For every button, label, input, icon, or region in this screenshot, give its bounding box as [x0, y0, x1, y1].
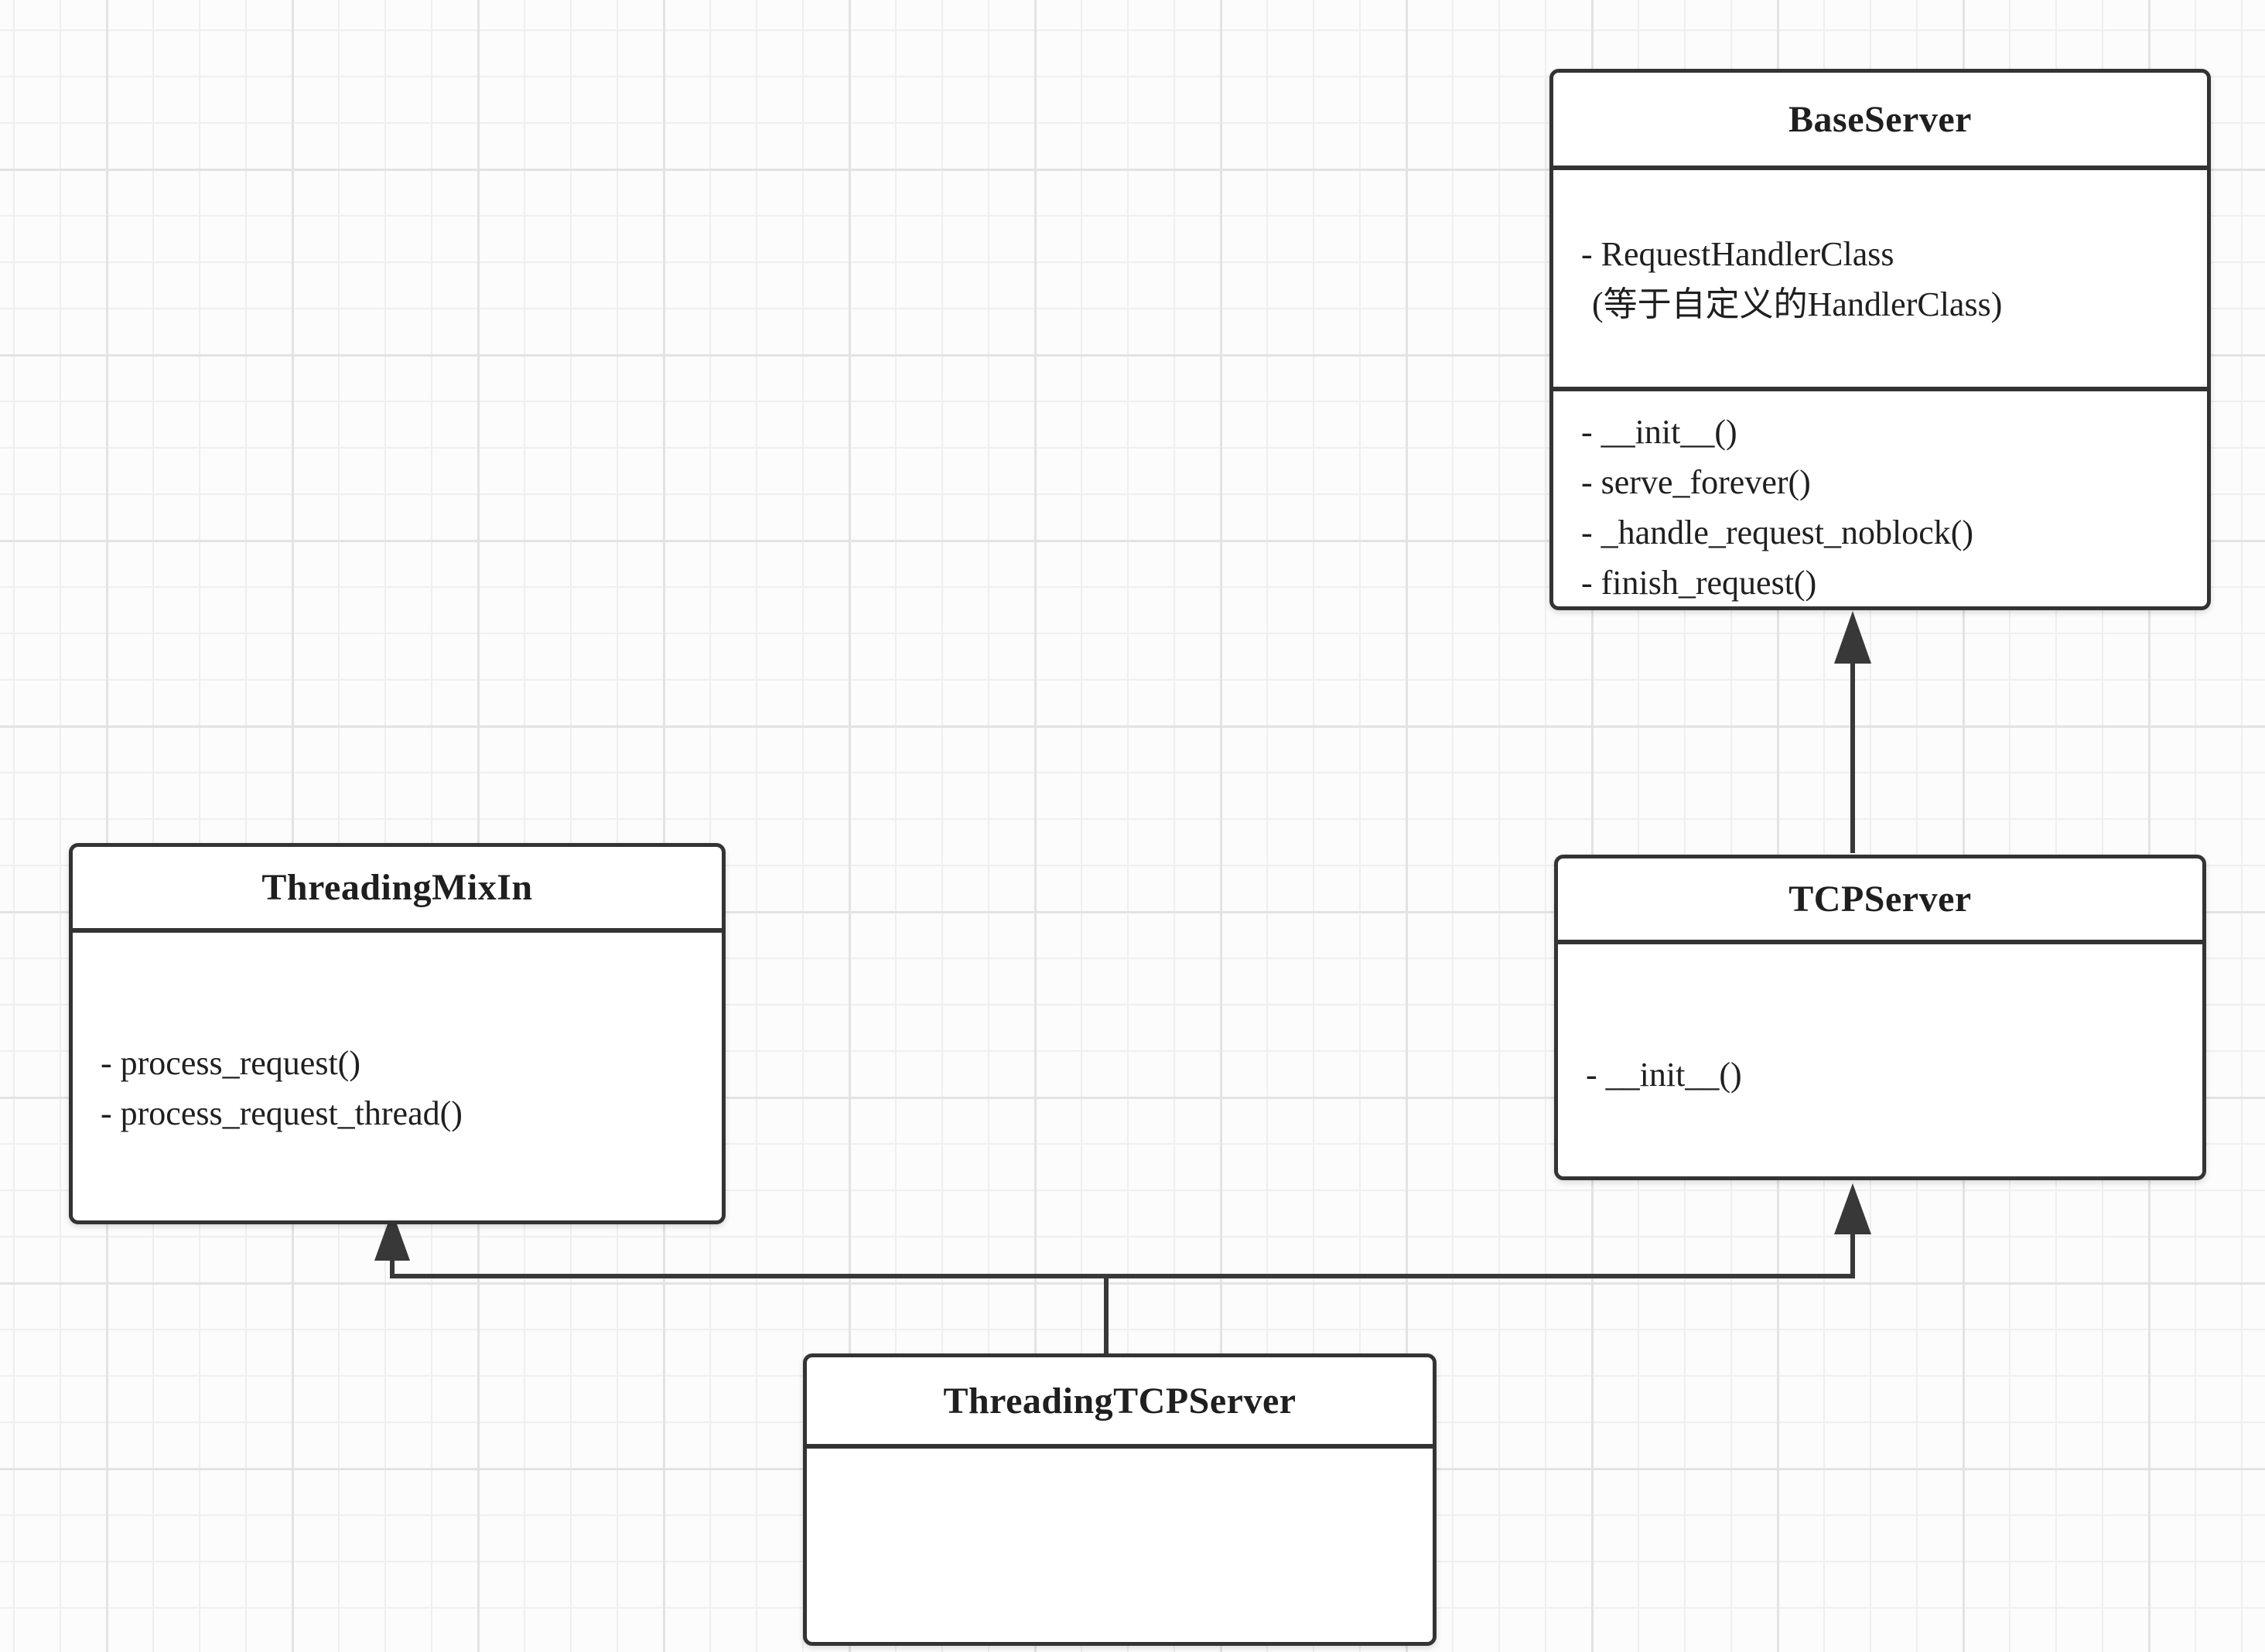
class-title-threadingmixin: ThreadingMixIn [261, 867, 533, 908]
arrowhead-up-icon [1834, 1183, 1871, 1234]
class-methods-threadingmixin: - process_request() - process_request_th… [73, 928, 722, 1220]
inheritance-arrow-threadingtcpserver-to-tcpserver [1106, 1183, 1871, 1278]
inheritance-arrow-tcpserver-to-baseserver [1834, 611, 1871, 853]
arrowhead-up-icon [1834, 611, 1871, 664]
class-methods-tcpserver: - __init__() [1558, 940, 2202, 1176]
class-box-threadingmixin[interactable]: ThreadingMixIn - process_request() - pro… [69, 843, 726, 1224]
method-line: - _handle_request_noblock() [1581, 514, 1974, 552]
method-line: - finish_request() [1581, 564, 1817, 602]
method-line: - serve_forever() [1581, 463, 1811, 502]
inheritance-arrow-threadingtcpserver-to-threadingmixin [374, 1211, 1109, 1355]
class-methods-threadingtcpserver [807, 1444, 1433, 1642]
class-methods-baseserver: - __init__() - serve_forever() - _handle… [1553, 387, 2207, 606]
class-attributes-baseserver: - RequestHandlerClass (等于自定义的HandlerClas… [1553, 166, 2207, 387]
method-line: - process_request_thread() [101, 1094, 463, 1132]
method-line: - process_request() [101, 1044, 360, 1082]
class-box-threadingtcpserver[interactable]: ThreadingTCPServer [803, 1353, 1437, 1646]
class-box-baseserver[interactable]: BaseServer - RequestHandlerClass (等于自定义的… [1549, 69, 2211, 610]
method-line: - __init__() [1581, 413, 1737, 452]
attribute-line: - RequestHandlerClass [1581, 235, 1894, 273]
method-line: - __init__() [1586, 1056, 1742, 1094]
class-box-tcpserver[interactable]: TCPServer - __init__() [1554, 855, 2206, 1180]
class-title-threadingtcpserver: ThreadingTCPServer [943, 1380, 1296, 1422]
attribute-line: (等于自定义的HandlerClass) [1592, 285, 2003, 323]
class-title-tcpserver: TCPServer [1788, 879, 1972, 920]
class-title-baseserver: BaseServer [1788, 98, 1972, 140]
